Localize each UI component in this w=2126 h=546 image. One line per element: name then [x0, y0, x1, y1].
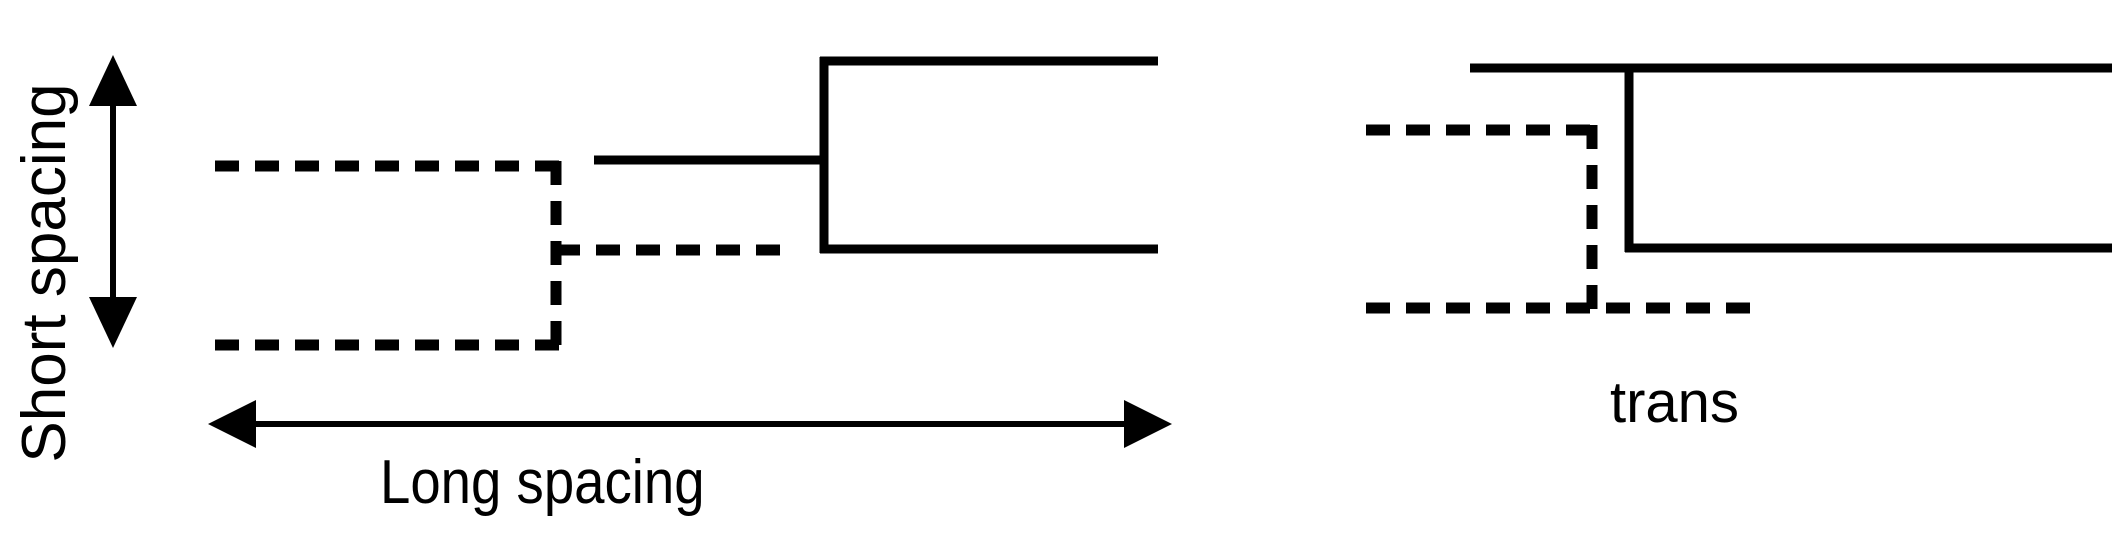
short-spacing-arrow-head-down	[89, 297, 137, 348]
trans-label: trans	[1610, 370, 1739, 435]
long-spacing-arrow-head-left	[208, 400, 256, 448]
left-panel-staggered	[215, 56, 1158, 351]
long-spacing-label: Long spacing	[380, 448, 705, 517]
short-spacing-arrow-head-up	[89, 55, 137, 106]
right-panel-trans	[1366, 63, 2112, 314]
double-arrow-vertical-icon	[89, 55, 137, 348]
short-spacing-label: Short spacing	[10, 83, 79, 463]
double-arrow-horizontal-icon	[208, 400, 1172, 448]
long-spacing-arrow-head-right	[1124, 400, 1172, 448]
